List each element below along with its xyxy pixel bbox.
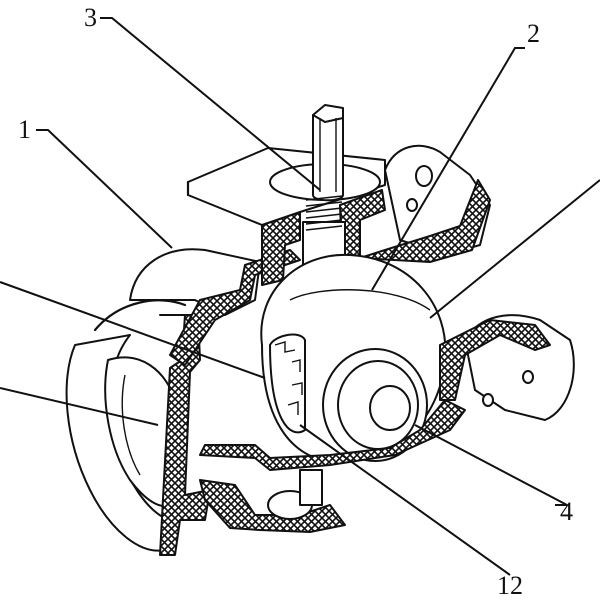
leader-1	[36, 129, 173, 249]
label-2: 2	[527, 19, 540, 48]
label-4: 4	[560, 497, 573, 526]
leader-left-b	[0, 387, 159, 426]
right-upper-flange	[359, 144, 491, 263]
bottom-section	[199, 479, 346, 533]
body-shell	[129, 248, 301, 366]
label-1: 1	[18, 115, 31, 144]
seat-ring	[322, 348, 428, 462]
right-lower-flange	[439, 314, 575, 421]
bottom-trunnion	[267, 469, 323, 520]
label-3: 3	[84, 3, 97, 32]
leader-12	[299, 424, 511, 576]
left-flange	[65, 299, 187, 552]
label-12: 12	[497, 571, 523, 600]
leader-right-a	[429, 179, 600, 319]
leader-3	[100, 17, 321, 191]
leader-left-a	[0, 281, 266, 379]
neck-section-right	[339, 189, 386, 259]
leader-2	[371, 47, 525, 291]
leader-lines	[0, 17, 600, 576]
leader-4	[414, 424, 568, 506]
